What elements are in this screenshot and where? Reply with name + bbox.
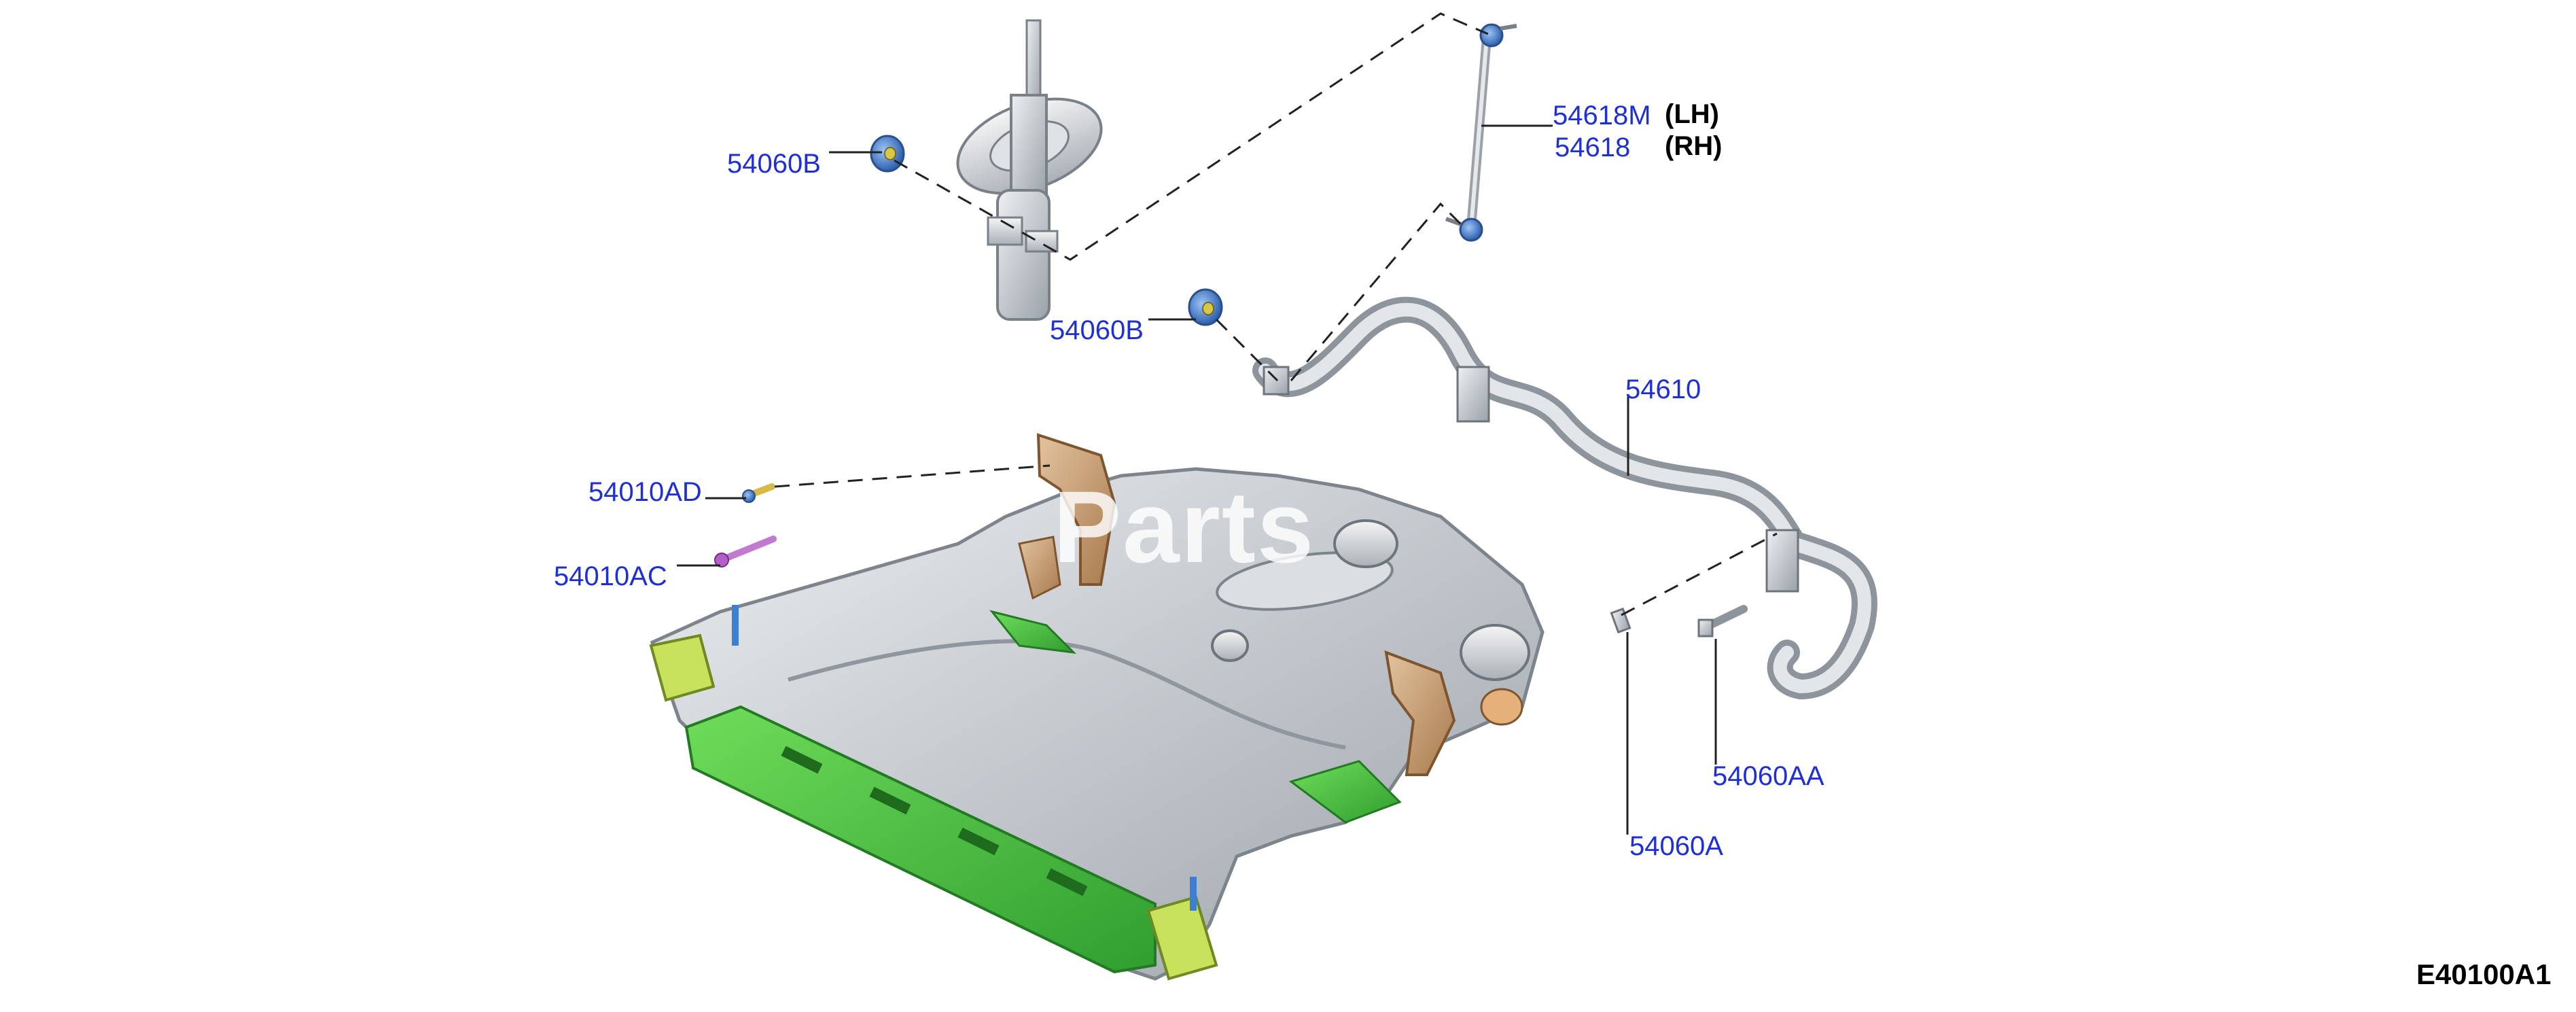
figure-code: E40100A1 bbox=[2416, 958, 2552, 990]
label-54060b-lower[interactable]: 54060B bbox=[1050, 315, 1144, 345]
label-54010ad[interactable]: 54010AD bbox=[588, 477, 702, 507]
bushing-54060b-upper-part bbox=[870, 135, 905, 173]
watermark-text: Parts bbox=[1053, 470, 1316, 584]
label-54060b-upper[interactable]: 54060B bbox=[727, 149, 821, 179]
strut-assembly bbox=[956, 19, 1103, 321]
mount-pad-right bbox=[1146, 877, 1218, 981]
label-54060a[interactable]: 54060A bbox=[1629, 831, 1723, 861]
bracket-left-tan bbox=[1018, 433, 1116, 600]
bolt-54060aa bbox=[1697, 605, 1748, 638]
bolt-54010ac bbox=[714, 536, 777, 568]
label-rh: (RH) bbox=[1665, 131, 1723, 161]
front-crossmember-green bbox=[684, 610, 1402, 974]
bushing-54060b-lower-part bbox=[1188, 288, 1223, 326]
stabilizer-link bbox=[1445, 23, 1517, 242]
leader-lines bbox=[677, 124, 1717, 835]
bolt-54010ad bbox=[742, 483, 775, 503]
label-lh: (LH) bbox=[1665, 99, 1719, 129]
label-54060aa[interactable]: 54060AA bbox=[1712, 761, 1824, 791]
label-54010ac[interactable]: 54010AC bbox=[554, 561, 667, 591]
mount-pad-left bbox=[649, 605, 739, 702]
label-54610[interactable]: 54610 bbox=[1625, 374, 1701, 404]
bracket-right-tan bbox=[1384, 650, 1523, 776]
bolt-54060a bbox=[1610, 607, 1631, 634]
label-54618[interactable]: 54618 bbox=[1555, 133, 1631, 162]
label-54618m[interactable]: 54618M bbox=[1553, 101, 1651, 130]
dashed-assembly-lines bbox=[774, 12, 1778, 616]
